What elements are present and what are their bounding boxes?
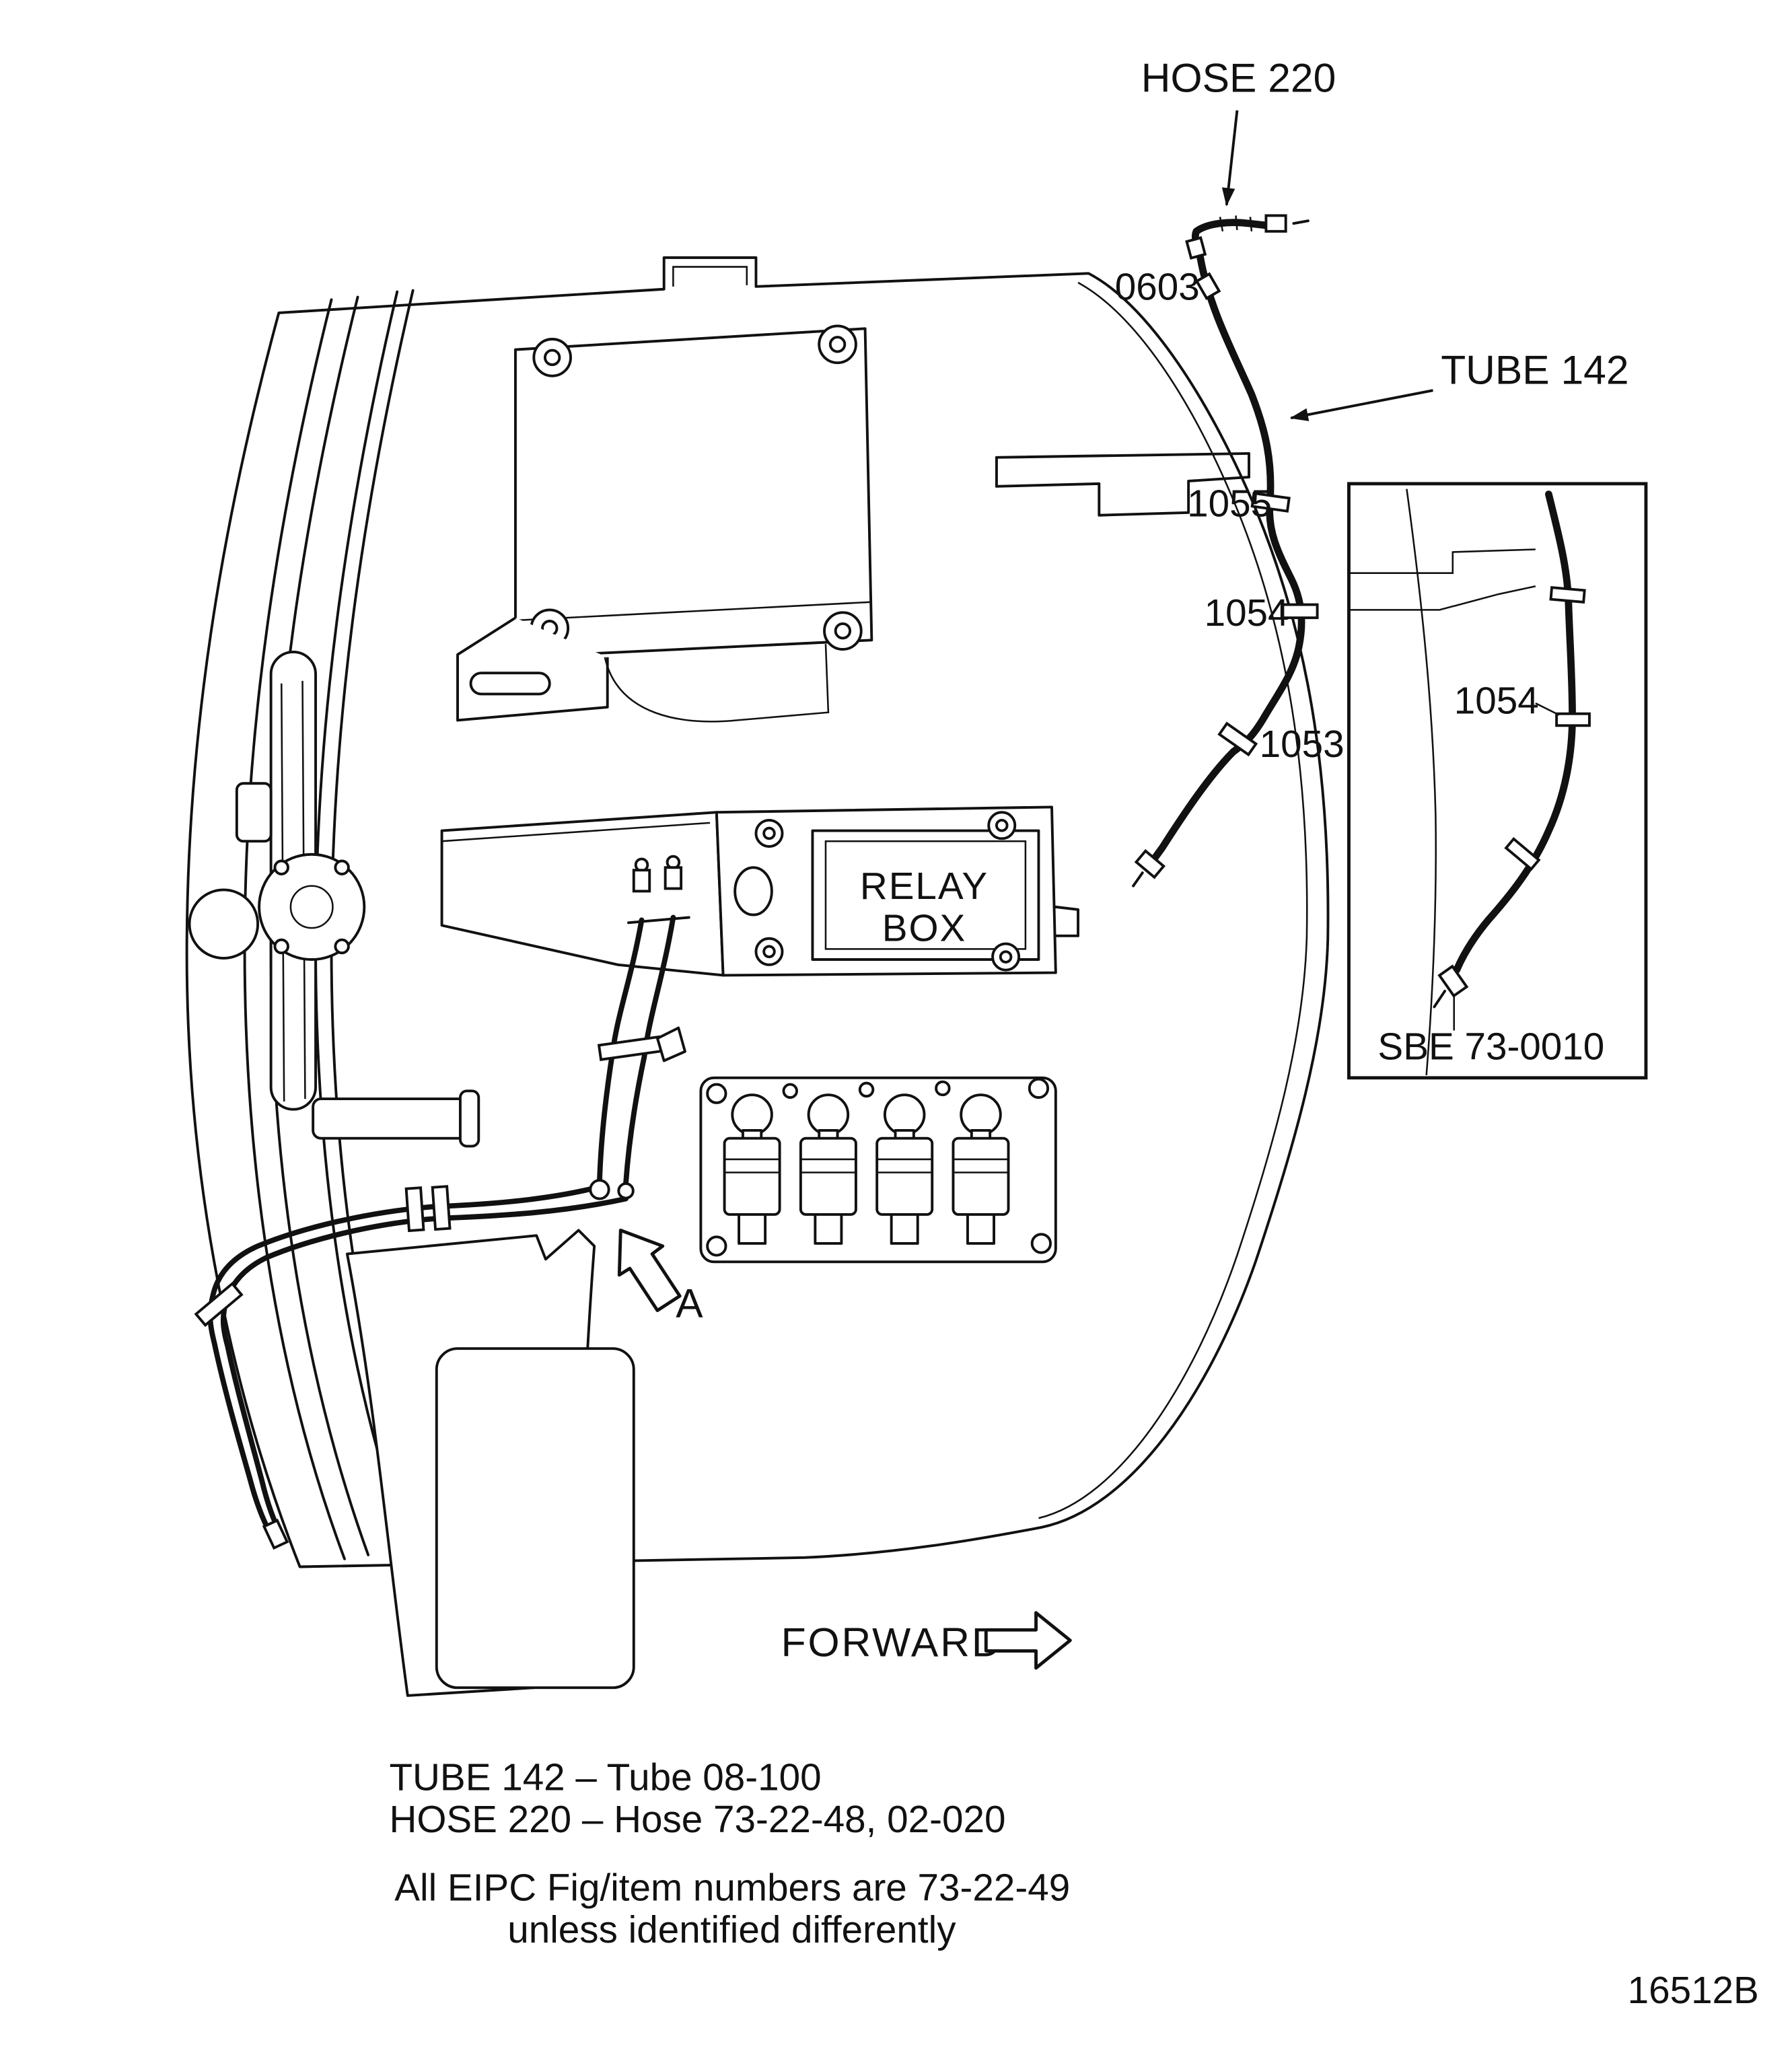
inset-tube bbox=[1453, 491, 1576, 974]
forward-label: FORWARD bbox=[781, 1619, 1003, 1665]
item-1053-label: 1053 bbox=[1260, 723, 1345, 766]
inset-item-1054-label: 1054 bbox=[1454, 680, 1539, 723]
end-fitting bbox=[1134, 848, 1166, 879]
forward-marker: FORWARD bbox=[781, 1611, 1072, 1670]
clamp-1054 bbox=[1280, 603, 1319, 620]
ignition-unit bbox=[723, 1093, 781, 1245]
left-nub bbox=[235, 782, 273, 843]
inset-clamp bbox=[1504, 836, 1541, 871]
ignition-unit bbox=[875, 1093, 934, 1245]
item-1054-label: 1054 bbox=[1205, 592, 1289, 635]
clamp-1055 bbox=[1250, 491, 1291, 513]
inset-end-fitting bbox=[1437, 964, 1469, 998]
relay-box-bracket bbox=[440, 811, 725, 977]
top-control-unit bbox=[456, 324, 873, 723]
clamp-bracket bbox=[655, 1026, 686, 1062]
legend-note-line1: All EIPC Fig/item numbers are 73-22-49 bbox=[394, 1867, 1070, 1910]
lower-left-assembly bbox=[345, 1229, 635, 1697]
inset-reference-label: SBE 73-0010 bbox=[1377, 1025, 1604, 1068]
duct-end-cap bbox=[458, 1089, 480, 1148]
tube-clamp bbox=[404, 1186, 425, 1233]
hose-coupling bbox=[1185, 236, 1207, 260]
hose-220 bbox=[1191, 219, 1277, 262]
tube-142-leader-arrow bbox=[1289, 389, 1433, 421]
relay-box-assembly: RELAY BOX bbox=[440, 805, 1080, 977]
ignition-unit bbox=[952, 1093, 1010, 1245]
detail-a-label: A bbox=[676, 1280, 703, 1326]
left-boss bbox=[188, 888, 260, 960]
item-0603-label: 0603 bbox=[1115, 266, 1200, 308]
component-box bbox=[435, 1347, 635, 1690]
flange-boss bbox=[258, 853, 366, 961]
fitting-0603 bbox=[1194, 272, 1221, 300]
tee-fitting bbox=[617, 1182, 635, 1200]
detail-a-marker: A bbox=[617, 1228, 703, 1326]
relay-box-tab bbox=[1054, 905, 1080, 937]
ignition-units bbox=[699, 1076, 1057, 1264]
detail-a-arrow-icon bbox=[617, 1228, 682, 1313]
tube-clamp bbox=[194, 1281, 244, 1328]
hose-220-leader-arrow bbox=[1221, 110, 1239, 207]
inset-clamp bbox=[1549, 586, 1586, 604]
inset-clamp-1054 bbox=[1555, 712, 1591, 727]
item-1055-label: 1055 bbox=[1187, 483, 1272, 526]
tee-fitting bbox=[589, 1179, 610, 1200]
tube-142-run bbox=[1132, 214, 1319, 888]
bracket-slot bbox=[469, 672, 551, 696]
hose-end-fitting bbox=[1264, 214, 1287, 233]
ignition-unit bbox=[799, 1093, 857, 1245]
legend-note-line2: unless identified differently bbox=[507, 1909, 956, 1951]
horizontal-duct bbox=[312, 1097, 470, 1140]
relay-box-label-line1: RELAY bbox=[860, 865, 989, 908]
left-duct-assembly bbox=[188, 650, 480, 1148]
relay-box-label-line2: BOX bbox=[882, 908, 966, 950]
hose-220-label: HOSE 220 bbox=[1141, 55, 1336, 101]
figure-number: 16512B bbox=[1628, 1969, 1759, 2012]
legend-hose-line: HOSE 220 – Hose 73-22-48, 02-020 bbox=[389, 1799, 1005, 1841]
engine-inner-contour bbox=[1038, 281, 1308, 1519]
callouts: HOSE 220 TUBE 142 0603 1055 1054 1053 bbox=[1115, 55, 1629, 766]
tube-clamp bbox=[431, 1185, 452, 1231]
legend-tube-line: TUBE 142 – Tube 08-100 bbox=[389, 1757, 821, 1799]
clamp-1053 bbox=[1217, 721, 1258, 757]
left-tube-pair bbox=[194, 914, 686, 1550]
end-fitting bbox=[262, 1519, 289, 1550]
forward-arrow-icon bbox=[984, 1611, 1072, 1670]
top-pad-detail bbox=[672, 266, 748, 287]
legend: TUBE 142 – Tube 08-100 HOSE 220 – Hose 7… bbox=[389, 1757, 1070, 1952]
right-mount-bracket bbox=[995, 451, 1250, 517]
inset-detail-box: 1054 SBE 73-0010 bbox=[1347, 482, 1648, 1080]
tube-142-label: TUBE 142 bbox=[1441, 347, 1628, 392]
